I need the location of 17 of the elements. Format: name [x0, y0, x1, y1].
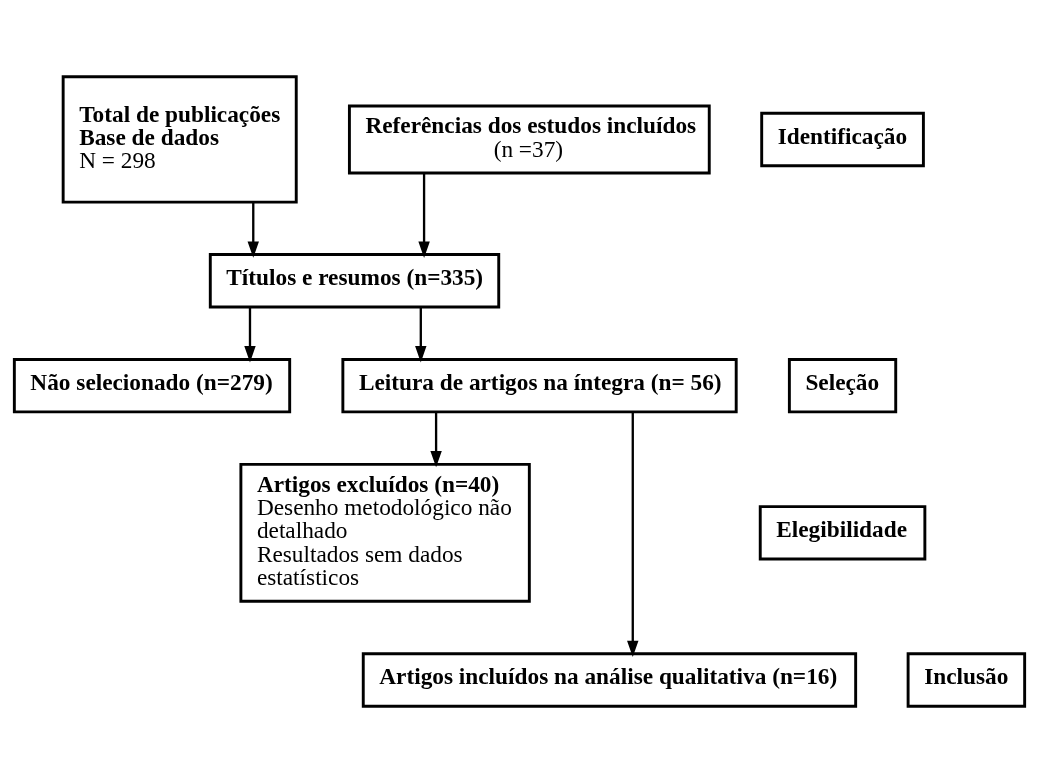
arrow: [430, 412, 442, 468]
node-box: Seleção: [787, 358, 898, 414]
node-box: Identificação: [760, 111, 925, 168]
arrow: [418, 173, 430, 258]
node-box: Referências dos estudos incluídos (n =37): [347, 104, 711, 175]
arrow: [415, 307, 427, 363]
node-box: Artigos incluídos na análise qualitativa (n=16): [361, 652, 858, 708]
node-box: Total de publicações Base de dados N = 298: [61, 75, 298, 204]
arrow: [247, 202, 259, 258]
node-box: Títulos e resumos (n=335): [208, 253, 501, 309]
arrow: [244, 307, 256, 363]
node-box: Elegibilidade: [758, 505, 927, 561]
node-box: Inclusão: [906, 652, 1027, 708]
node-box: Leitura de artigos na íntegra (n= 56): [341, 358, 738, 414]
node-box: Artigos excluídos (n=40) Desenho metodológico não detalhado Resultados sem dados estatísticos: [239, 462, 531, 603]
node-box: Não selecionado (n=279): [12, 358, 292, 414]
arrow: [627, 412, 639, 658]
